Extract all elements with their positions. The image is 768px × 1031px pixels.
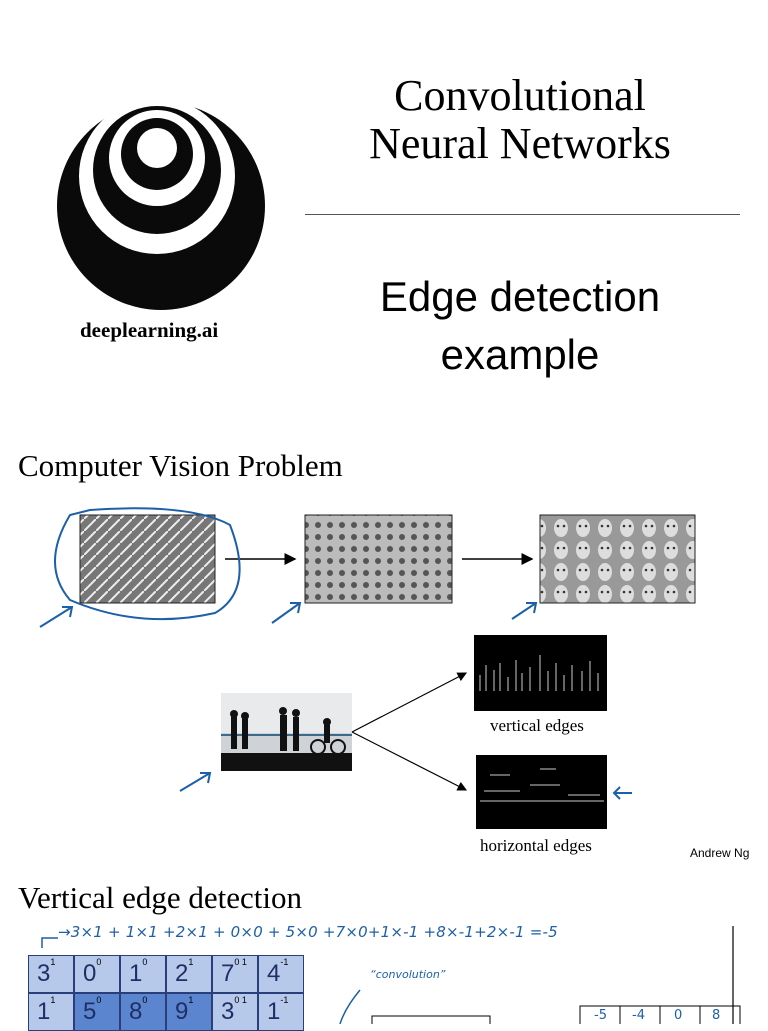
hand-arrow-3 xyxy=(511,602,538,620)
silhouette-photo xyxy=(221,693,352,771)
lesson-title-line1: Edge detection xyxy=(379,273,661,320)
slide3-title: Vertical edge detection xyxy=(18,880,303,915)
vision-pipeline-figure xyxy=(39,507,696,829)
part-features-image xyxy=(304,514,453,604)
face-features-image xyxy=(539,514,696,604)
edge-features-image xyxy=(79,514,216,604)
filter-grid-partial xyxy=(371,1015,491,1024)
matrix-cell: 70 1 xyxy=(212,955,258,993)
course-title: Convolutional Neural Networks xyxy=(305,72,735,168)
lesson-title-line2: example xyxy=(440,331,600,378)
bottom-annotations xyxy=(41,926,741,1024)
arrow-to-vertical xyxy=(351,672,468,733)
lesson-title: Edge detection example xyxy=(305,268,735,384)
hand-circle xyxy=(54,507,241,621)
result-cell: 8 xyxy=(712,1008,721,1023)
deeplearning-logo xyxy=(57,100,265,310)
handwritten-equation: →3×1 + 1×1 +2×1 + 0×0 + 5×0 +7×0+1×-1 +8… xyxy=(58,923,558,941)
vertical-edges-caption: vertical edges xyxy=(490,716,584,735)
course-title-line1: Convolutional xyxy=(394,71,646,120)
hand-arrow-4 xyxy=(179,772,212,792)
vertical-edges-image xyxy=(474,635,607,711)
result-cell: -4 xyxy=(632,1008,645,1023)
matrix-cell: 31 xyxy=(28,955,74,993)
slide2-title: Computer Vision Problem xyxy=(18,448,343,483)
hand-arrow-5 xyxy=(612,786,632,800)
logo-text: deeplearning.ai xyxy=(80,318,219,342)
matrix-cell: 10 xyxy=(120,955,166,993)
result-cell: 0 xyxy=(674,1008,683,1023)
convolution-note: “convolution” xyxy=(370,968,446,981)
horizontal-edges-image xyxy=(476,755,607,829)
hand-arrow-1 xyxy=(39,606,74,628)
horizontal-edges-caption: horizontal edges xyxy=(480,836,592,855)
course-title-line2: Neural Networks xyxy=(369,119,671,168)
result-cell: -5 xyxy=(594,1008,607,1023)
matrix-cell: 21 xyxy=(166,955,212,993)
title-divider xyxy=(305,214,740,215)
matrix-cell: 4-1 xyxy=(258,955,304,993)
hand-stroke xyxy=(339,989,361,1024)
arrow-to-horizontal xyxy=(351,731,468,791)
matrix-cell: 00 xyxy=(74,955,120,993)
author-label: Andrew Ng xyxy=(690,846,750,860)
hand-arrow-2 xyxy=(271,602,302,624)
